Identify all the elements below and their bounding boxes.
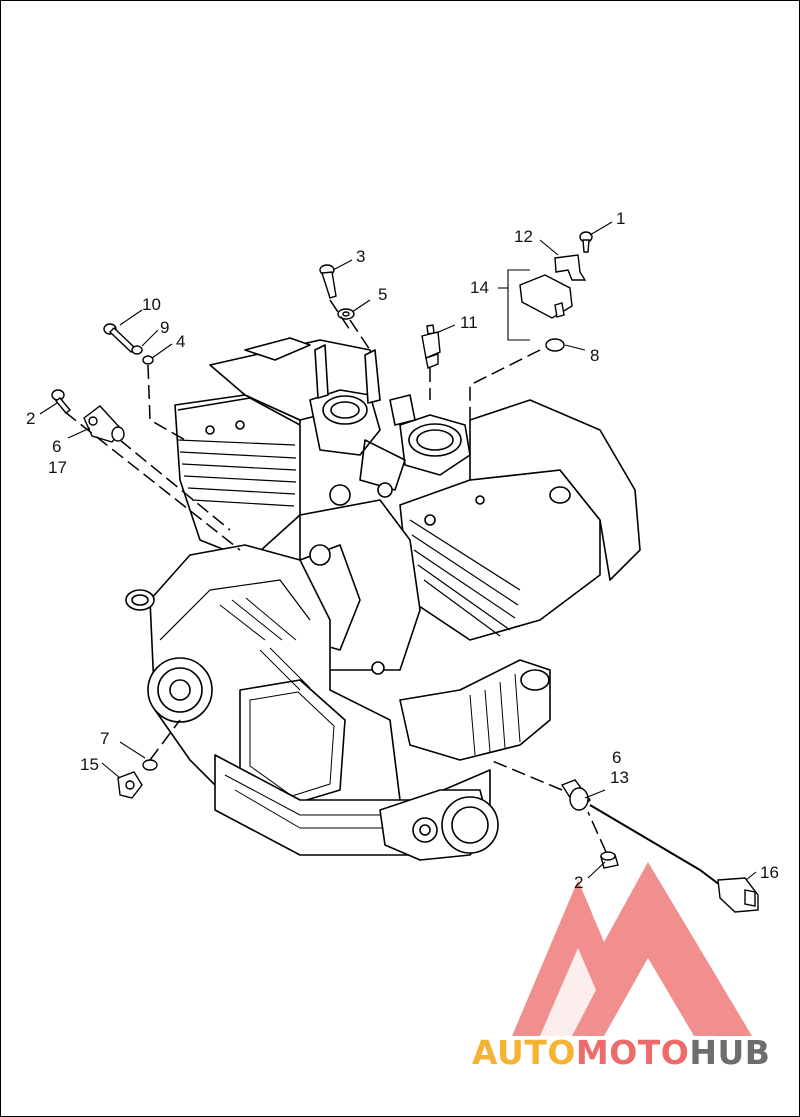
watermark-part-hub: HUB <box>689 1033 770 1072</box>
bracket-12 <box>554 254 587 281</box>
callout-6-lower: 6 <box>612 748 621 767</box>
callout-12: 12 <box>514 227 533 246</box>
bolt-2-lower <box>600 851 619 869</box>
o-ring-8 <box>545 338 565 352</box>
callout-15: 15 <box>80 755 99 774</box>
bolt-3 <box>319 264 337 299</box>
mount-boss <box>125 589 155 611</box>
washer-5 <box>337 308 355 320</box>
callout-16: 16 <box>760 863 779 882</box>
callout-10: 10 <box>142 295 161 314</box>
callout-13: 13 <box>610 768 629 787</box>
sensor-13 <box>560 779 591 812</box>
screw-1 <box>579 231 593 253</box>
engine-assembly <box>125 337 641 861</box>
callout-2-lower: 2 <box>574 873 583 892</box>
callout-14: 14 <box>470 278 489 297</box>
sender-15 <box>117 771 143 799</box>
watermark-part-auto: AUTO <box>472 1033 576 1072</box>
callout-8: 8 <box>590 346 599 365</box>
bolt-2-upper <box>51 389 72 414</box>
connector-16 <box>717 877 759 913</box>
assembly-lines <box>64 299 607 853</box>
callout-11: 11 <box>460 313 478 332</box>
sensor-cable <box>589 804 721 886</box>
watermark-logo <box>512 862 752 1036</box>
sensor-6-17 <box>83 405 125 443</box>
callout-3: 3 <box>356 247 365 266</box>
callout-17: 17 <box>48 458 67 477</box>
nut-4 <box>142 355 154 365</box>
callout-1: 1 <box>616 209 625 228</box>
o-ring-7 <box>142 759 158 771</box>
callout-2-upper: 2 <box>26 409 35 428</box>
callout-9: 9 <box>160 318 169 337</box>
watermark-text: AUTOMOTOHUB <box>472 1033 770 1072</box>
callout-5: 5 <box>378 285 387 304</box>
small-parts <box>51 231 759 913</box>
watermark-part-moto: MOTO <box>576 1033 689 1072</box>
sensor-14 <box>519 274 573 319</box>
starter-housing <box>399 659 551 761</box>
screw-10 <box>103 323 137 353</box>
callout-4: 4 <box>176 332 185 351</box>
callout-6-upper: 6 <box>52 437 61 456</box>
front-rocker-cover <box>469 399 641 581</box>
sensor-11 <box>421 324 441 369</box>
callout-labels: 1 12 3 14 5 10 9 4 11 8 2 6 17 7 15 6 13… <box>26 209 779 892</box>
rear-cylinder <box>174 394 301 561</box>
callout-7: 7 <box>100 729 109 748</box>
leader-lines <box>39 221 757 881</box>
washer-9 <box>131 345 143 355</box>
